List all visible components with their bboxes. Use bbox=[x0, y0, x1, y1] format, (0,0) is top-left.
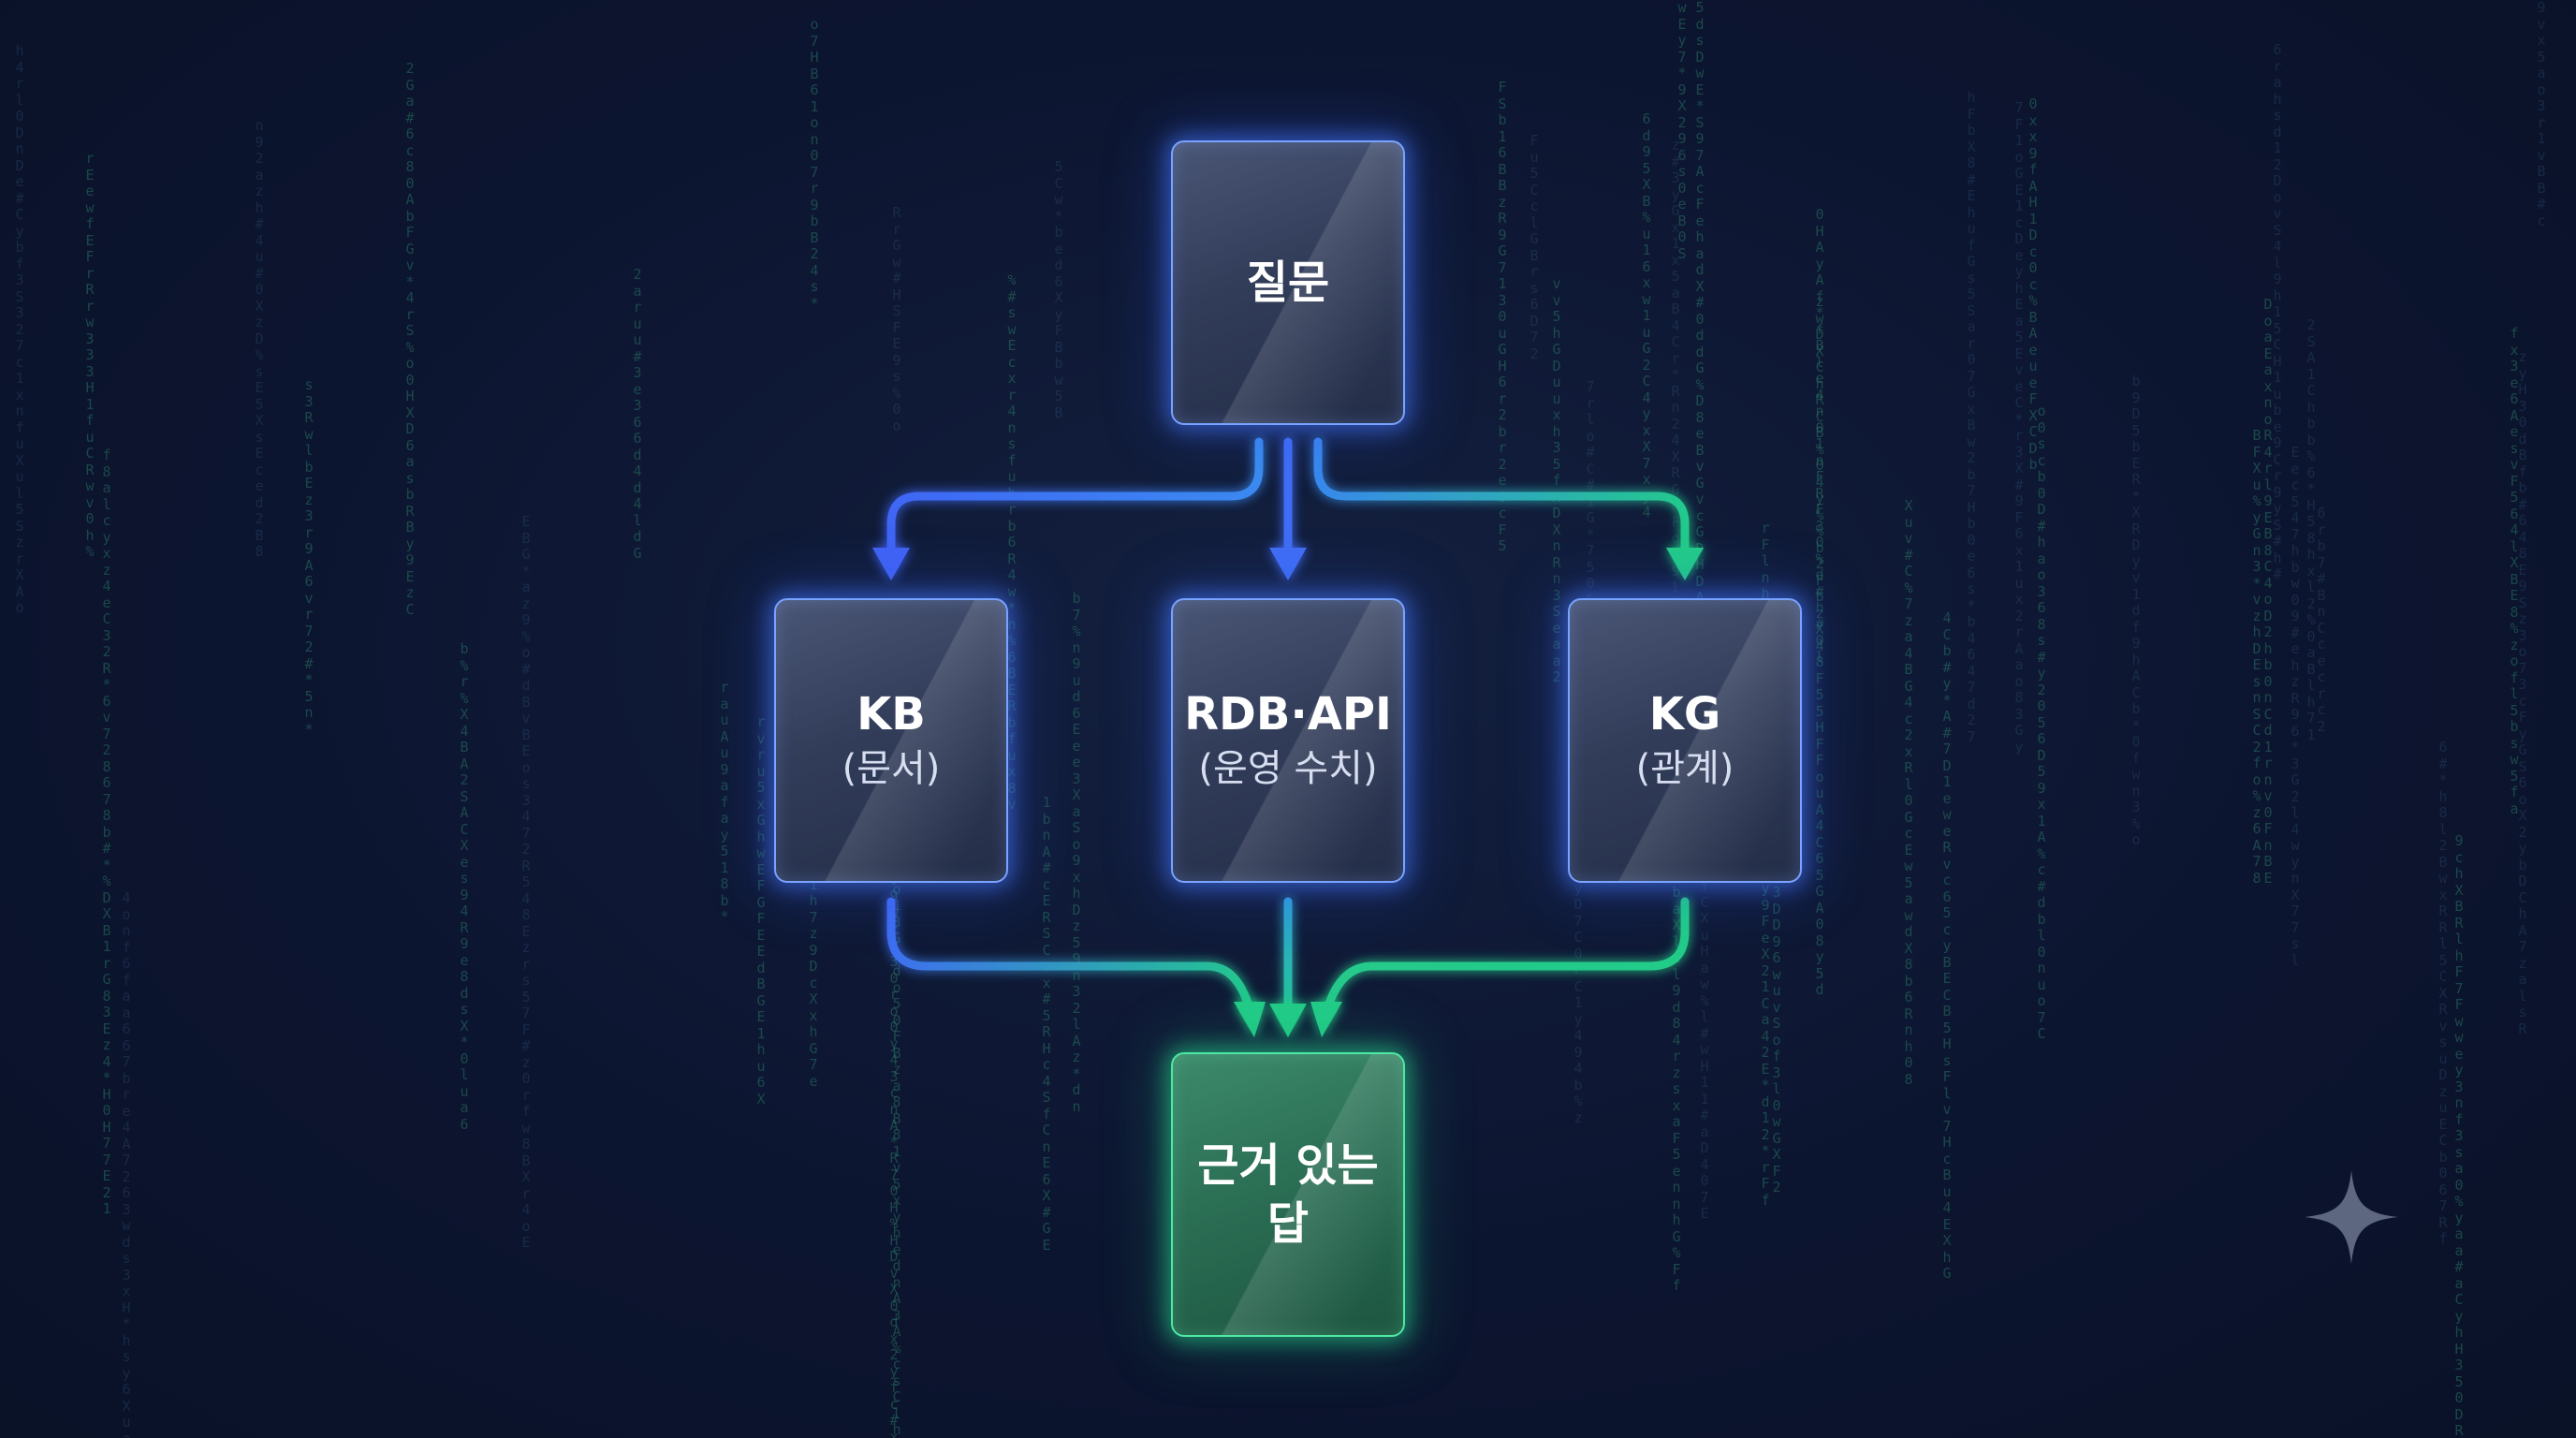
kg-label: KG bbox=[1648, 688, 1721, 741]
arrowhead-kb bbox=[872, 548, 910, 580]
code-rain-column: f 8 a l c y x z 4 e C 3 2 R * 6 v 7 2 8 … bbox=[102, 448, 111, 1217]
code-rain-column: 2 G a # 6 c 8 0 A b F G v * 4 r S % o 0 … bbox=[405, 61, 415, 618]
code-rain-column: h 4 r l 0 D n D e # C y b f 3 S 3 2 7 c … bbox=[15, 43, 24, 616]
code-rain-column: r v r u 5 x G h w E F G F E E d B G E 1 … bbox=[756, 714, 766, 1108]
code-rain-column: r E e w f E F r R r w 3 3 3 H 1 f u C R … bbox=[85, 151, 95, 560]
code-rain-column: D o a E a x n o R 4 r l 9 E B 8 C 4 o D … bbox=[2263, 297, 2273, 887]
code-rain-column: z w D X C h R C B % 0 4 y % % b 2 F b z … bbox=[1815, 294, 1824, 998]
code-rain-column: 6 # * h 8 l 2 B w x R R l 5 C X R v s u … bbox=[2438, 740, 2448, 1247]
code-rain-column: % # s w E c x r 4 n s f u b r b 6 R 4 w … bbox=[1007, 272, 1017, 813]
code-rain-column: r a u A u 9 a f a y 5 1 8 b * bbox=[720, 680, 729, 925]
arrowhead-rdb bbox=[1269, 548, 1307, 580]
code-rain-column: n 9 2 a z h # 4 u # 0 X z D % s E 5 X s … bbox=[255, 118, 264, 560]
answer-node: 근거 있는 답 bbox=[1171, 1052, 1405, 1337]
kb-sublabel: (문서) bbox=[842, 747, 941, 790]
question-node: 질문 bbox=[1171, 140, 1405, 425]
code-rain-column: x X * B 8 o 1 8 G 1 d o 5 0 F B z a 8 B … bbox=[892, 800, 901, 1438]
code-rain-column: b % r % X 4 B A 2 S A C X e s 9 4 R 9 e … bbox=[460, 641, 469, 1133]
code-rain-column: b 7 % n 9 u d 6 E e e 3 X a S o 9 x h D … bbox=[1072, 591, 1081, 1115]
arrowhead-answer-right bbox=[1310, 1002, 1342, 1037]
rdb-api-label: RDB·API bbox=[1184, 688, 1392, 741]
code-rain-column: 4 o n f 6 f a a 6 6 7 b r e 4 A 7 2 6 3 … bbox=[122, 890, 131, 1438]
code-rain-column: B F X u % y G n 3 * v z h D E s n S C 2 … bbox=[2252, 428, 2261, 887]
kb-label: KB bbox=[856, 688, 926, 741]
code-rain-column: z y H 3 0 d B f b # 6 4 8 E 9 S z 3 o 7 … bbox=[2518, 349, 2527, 1037]
code-rain-column: o 0 s c b 0 D # h a o 3 6 8 s # y 2 0 5 … bbox=[2037, 404, 2046, 1042]
code-rain-column: 9 c h X B R l h F 7 F w w e y 3 n f 3 s … bbox=[2454, 833, 2464, 1438]
code-rain-column: f x 3 e 6 A e s v F 5 6 4 l X B E 8 % z … bbox=[2510, 326, 2519, 817]
kg-sublabel: (관계) bbox=[1635, 747, 1734, 790]
code-rain-column: X u v # C % 7 z a 4 B G 4 c 2 x R l 0 G … bbox=[1904, 498, 1913, 1088]
code-rain-column: s 3 R w l b E z 3 r 9 A 6 v r 7 2 # * 5 … bbox=[304, 377, 314, 738]
code-rain-column: E B G * a z 9 % o # d B v B E o s 3 4 7 … bbox=[521, 514, 531, 1251]
code-rain-column: 6 d 9 5 X B % u 1 6 x w 1 u G 2 C 4 y x … bbox=[1642, 111, 1651, 521]
code-rain-column: 2 a r u u # 3 e 3 6 6 d 4 d 4 l d G bbox=[633, 267, 642, 562]
code-rain-column: 9 v x 5 a o 3 r 1 v B B # c bbox=[2537, 0, 2546, 229]
code-rain-column: 5 C w * b e d 6 X y F B b w 5 B bbox=[1054, 159, 1063, 421]
code-rain-column: R r G w # H S F E 9 s % 0 o bbox=[892, 205, 901, 434]
arrowhead-kg bbox=[1666, 548, 1704, 580]
answer-label: 근거 있는 답 bbox=[1197, 1139, 1379, 1250]
kg-node: KG (관계) bbox=[1568, 598, 1802, 883]
code-rain-column: F S b 1 6 B B z R 9 G 7 1 3 0 u G H 6 r … bbox=[1498, 80, 1507, 554]
rdb-api-sublabel: (운영 수치) bbox=[1198, 747, 1378, 790]
rdb-api-node: RDB·API (운영 수치) bbox=[1171, 598, 1405, 883]
arrowhead-answer-left bbox=[1234, 1002, 1266, 1037]
arrow-question-to-kb bbox=[886, 437, 1264, 557]
code-rain-column: F u 5 C c l G B r s 6 D 7 2 bbox=[1530, 133, 1539, 362]
code-rain-column: 1 b n A # c E R S C o x # 5 R H c 4 S f … bbox=[1042, 795, 1051, 1254]
code-rain-column: 0 H A y A f * f B l e 4 n 0 1 n F R F 3 … bbox=[1815, 207, 1824, 666]
arrow-kg-to-answer bbox=[1323, 897, 1690, 1014]
code-rain-column: 6 r a h s d 1 2 D o v S 4 l 9 h 1 5 C H … bbox=[2273, 42, 2282, 582]
arrow-kb-to-answer bbox=[886, 897, 1254, 1014]
arrowhead-answer-mid bbox=[1269, 1004, 1307, 1037]
code-rain-column: 4 C b # y * A # 7 D 1 e w e R v c 6 5 c … bbox=[1942, 610, 1952, 1282]
sparkle-icon bbox=[2305, 1170, 2398, 1264]
kb-node: KB (문서) bbox=[774, 598, 1008, 883]
question-label: 질문 bbox=[1246, 257, 1330, 309]
code-rain-column: h F b X 8 # E h u f G s 5 S a r 0 7 G x … bbox=[1967, 90, 1976, 745]
code-rain-column: o 7 H B 6 1 o n 0 7 r 9 b B 2 4 s * bbox=[810, 17, 819, 312]
code-rain-column: E e c 5 4 7 h b w 0 9 # e h z R 9 6 * 3 … bbox=[2291, 445, 2300, 969]
code-rain-column: z # 3 y G x 1 x 5 a B 4 C r * R n 2 4 X … bbox=[1671, 138, 1680, 645]
arrow-question-to-kg bbox=[1313, 437, 1690, 557]
code-rain-column: 2 S A 1 C h b b % 6 * H 5 8 h x l 2 % 0 … bbox=[2306, 317, 2316, 743]
code-rain-column: 7 F 1 o G E 1 c D e y h E a 5 E v e C * … bbox=[2014, 100, 2024, 756]
code-rain-column: b 9 D 5 b E R * X R D y v 1 d f 9 h A C … bbox=[2131, 374, 2141, 848]
code-rain-column: f C X u H a w % l # w H 1 1 # a D 4 0 7 … bbox=[1700, 878, 1709, 1222]
code-rain-column: 0 x x 9 f A H 1 D c 0 c % B A e u e F X … bbox=[2028, 96, 2038, 473]
code-rain-column: w E y 7 * 9 X 2 9 6 s 0 e B 0 S bbox=[1677, 0, 1687, 262]
code-rain-column: 6 r b 7 # B n C c e c r c 2 bbox=[2317, 506, 2326, 735]
